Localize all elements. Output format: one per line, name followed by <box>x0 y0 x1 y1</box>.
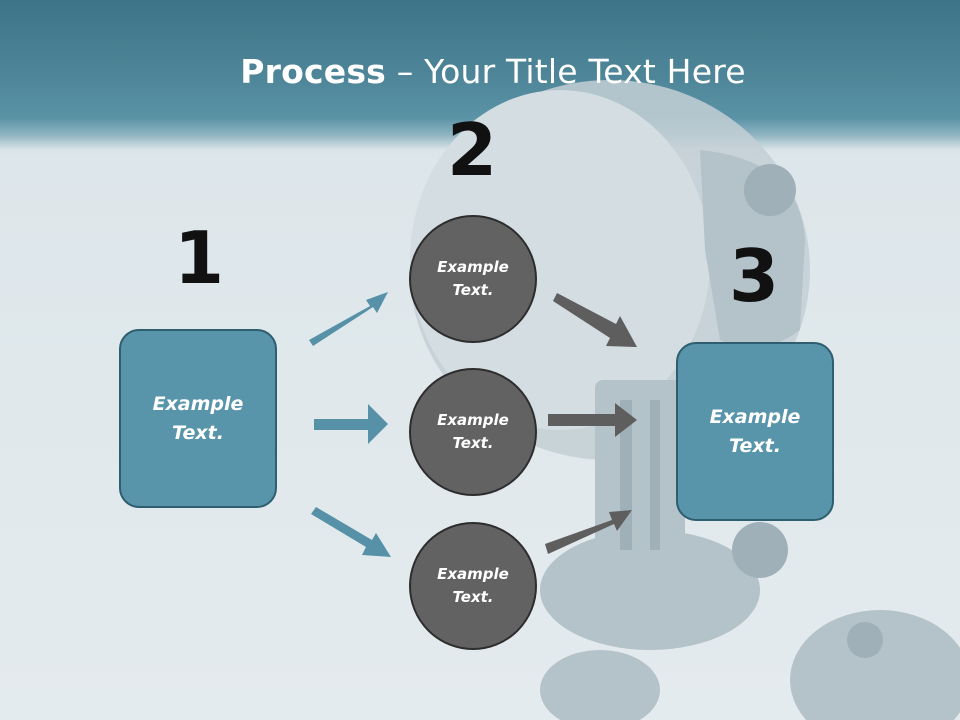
step-number-2: 2 <box>446 108 498 192</box>
circle-middle-text-line2: Text. <box>452 434 494 452</box>
arrow-right-gray <box>548 403 637 437</box>
step-1-text-line1: Example <box>152 392 244 415</box>
title-rest: – Your Title Text Here <box>386 52 746 91</box>
arrow-up-right-blue <box>309 292 388 346</box>
step-2-circle-top: Example Text. <box>409 215 537 343</box>
title-bold: Process <box>240 52 387 91</box>
step-3-box: Example Text. <box>676 342 834 521</box>
circle-bottom-text-line2: Text. <box>452 588 494 606</box>
slide-title: Process – Your Title Text Here <box>0 52 960 91</box>
arrow-down-right-blue <box>311 507 391 557</box>
step-3-text-line2: Text. <box>729 434 781 457</box>
arrow-down-right-gray <box>553 293 637 347</box>
circle-top-text-line1: Example <box>437 258 509 276</box>
circle-bottom-text-line1: Example <box>437 565 509 583</box>
arrow-right-blue <box>314 404 388 444</box>
arrow-up-right-gray <box>545 510 632 554</box>
step-1-box: Example Text. <box>119 329 277 508</box>
circle-top-text-line2: Text. <box>452 281 494 299</box>
step-number-3: 3 <box>728 234 780 318</box>
step-1-text-line2: Text. <box>172 421 224 444</box>
circle-middle-text-line1: Example <box>437 411 509 429</box>
step-number-1: 1 <box>173 216 225 300</box>
step-2-circle-bottom: Example Text. <box>409 522 537 650</box>
step-2-circle-middle: Example Text. <box>409 368 537 496</box>
step-3-text-line1: Example <box>709 405 801 428</box>
